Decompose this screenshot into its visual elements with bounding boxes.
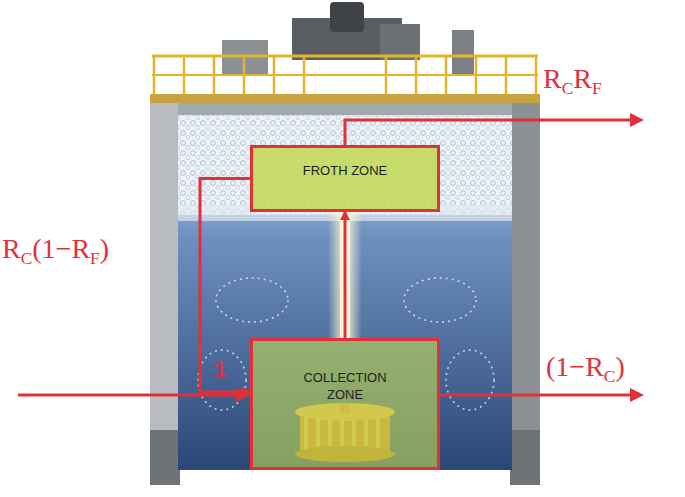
concentrate-recovery: RCRF bbox=[543, 62, 602, 100]
tailings-recovery: (1−RC) bbox=[546, 350, 625, 388]
flow-arrow bbox=[344, 212, 347, 338]
drainage-recovery: RC(1−RF) bbox=[2, 232, 109, 270]
feed-number: 1 bbox=[214, 357, 226, 383]
zone-label: COLLECTION ZONE bbox=[297, 369, 393, 403]
flow-arrow bbox=[200, 179, 250, 393]
collection-zone-box: COLLECTION ZONE bbox=[250, 338, 440, 470]
froth-zone-box: FROTH ZONE bbox=[250, 145, 440, 212]
zone-label: FROTH ZONE bbox=[297, 162, 393, 179]
